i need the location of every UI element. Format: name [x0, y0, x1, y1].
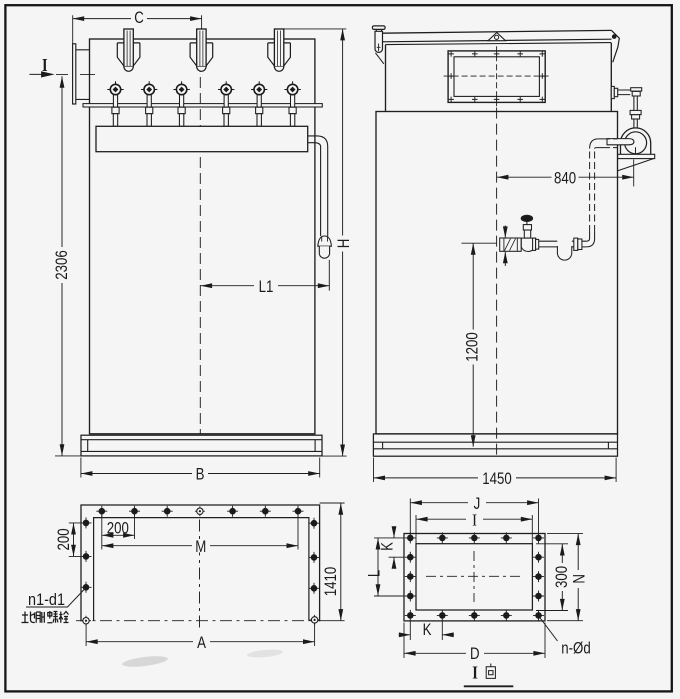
svg-text:1410: 1410: [322, 567, 341, 596]
svg-text:200: 200: [55, 528, 74, 550]
svg-text:n1-d1: n1-d1: [28, 591, 65, 609]
svg-text:L1: L1: [259, 277, 274, 296]
svg-text:L: L: [365, 570, 384, 577]
svg-text:2306: 2306: [53, 250, 72, 279]
svg-text:300: 300: [553, 566, 572, 588]
svg-text:n-Ød: n-Ød: [561, 639, 590, 658]
svg-text:J: J: [474, 494, 481, 513]
svg-text:200: 200: [107, 519, 129, 538]
svg-text:I: I: [472, 512, 477, 530]
svg-text:I: I: [472, 662, 478, 683]
svg-text:H: H: [334, 239, 353, 249]
svg-text:K: K: [378, 542, 397, 551]
svg-text:A: A: [197, 633, 207, 652]
svg-text:1450: 1450: [482, 470, 511, 489]
svg-text:C: C: [134, 9, 144, 28]
svg-text:840: 840: [554, 169, 576, 188]
svg-text:M: M: [195, 538, 206, 557]
svg-text:1200: 1200: [463, 332, 482, 361]
svg-text:K: K: [423, 620, 432, 639]
svg-text:I: I: [42, 54, 48, 75]
svg-text:B: B: [196, 465, 205, 484]
svg-text:N: N: [570, 574, 589, 584]
svg-text:D: D: [470, 645, 480, 664]
